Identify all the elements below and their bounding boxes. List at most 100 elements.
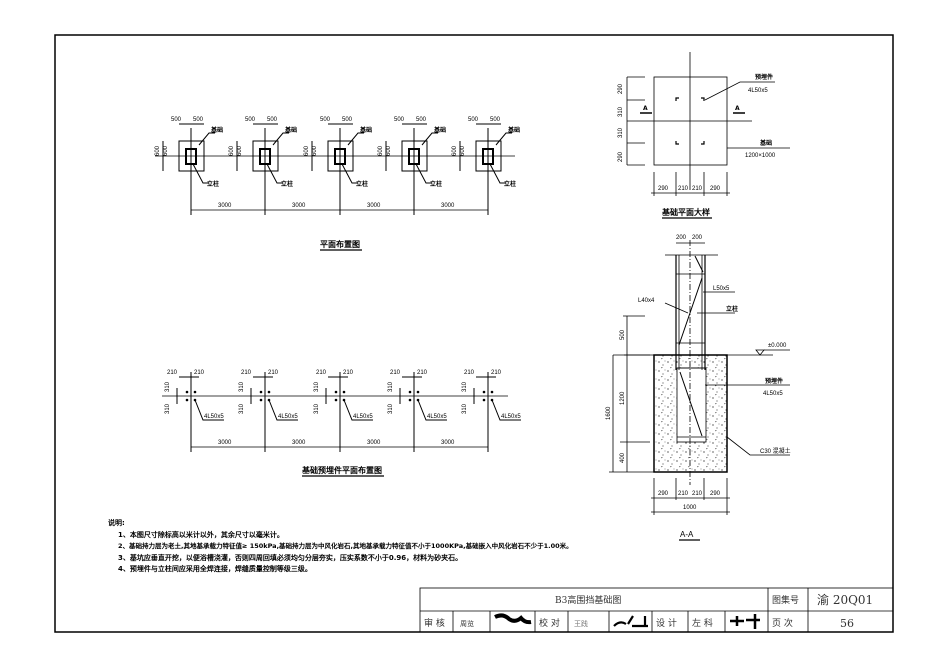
foundation-outline — [178, 140, 205, 172]
atlas-number: 渝 20Q01 — [817, 592, 873, 607]
embed-spec: 4L50x5 — [763, 391, 783, 397]
l40-leader — [664, 302, 689, 314]
dim-label: 600 — [386, 145, 392, 156]
embed-angle — [408, 398, 412, 402]
angle-l50-label: L50x5 — [713, 286, 730, 292]
embed-label: 4L50x5 — [278, 414, 298, 420]
foundation-label: 基础 — [507, 126, 520, 134]
design-label: 设 计 — [656, 617, 677, 629]
dim-label: 600 — [460, 145, 466, 156]
embed-leader — [704, 81, 775, 101]
brace-angles — [678, 255, 704, 437]
pitch-label: 3000 — [441, 203, 455, 209]
dim-label: 500 — [342, 117, 353, 123]
embed-angle — [482, 390, 486, 394]
column-label: 立柱 — [430, 180, 442, 188]
dim-label: 210 — [390, 370, 401, 376]
dim-label: 310 — [462, 403, 468, 414]
foundation-label: 基础 — [433, 126, 446, 134]
embed-angle — [193, 390, 197, 394]
embed-angle — [334, 390, 338, 394]
dim-label: 500 — [320, 117, 331, 123]
embed-spec: 4L50x5 — [748, 88, 768, 94]
section-mark-left: A — [643, 105, 648, 112]
dim-label: 310 — [165, 381, 171, 392]
dim-label: 290 — [710, 491, 721, 497]
dim-label: 210 — [167, 370, 178, 376]
dim-label: 210 — [491, 370, 502, 376]
dim-label: 210 — [692, 491, 703, 497]
pitch-label: 3000 — [292, 440, 306, 446]
note-item: 1、本图尺寸除标高以米计以外，其余尺寸以毫米计。 — [118, 530, 284, 539]
dim-label: 310 — [462, 381, 468, 392]
checker-name: 王践 — [574, 619, 588, 628]
dim-label: 1600 — [606, 406, 612, 420]
dim-label: 400 — [620, 452, 626, 463]
dim-label: 600 — [304, 145, 310, 156]
dim-label: 1200 — [620, 391, 626, 405]
embed-angle — [267, 390, 271, 394]
embed-layout-title: 基础预埋件平面布置图 — [301, 465, 382, 475]
dim-label: 210 — [194, 370, 205, 376]
page-label: 页 次 — [772, 617, 793, 629]
dim-label: 500 — [193, 117, 204, 123]
foundation-outline — [327, 140, 354, 172]
foundation-leader — [495, 132, 512, 146]
embed-leader — [343, 399, 373, 421]
checker-signature — [613, 615, 648, 628]
column-label: 立柱 — [504, 180, 516, 188]
foundation-leader — [272, 132, 289, 146]
foundation-label: 基础 — [210, 126, 223, 134]
dim-label: 310 — [314, 403, 320, 414]
note-item: 2、基础持力层为老土,其地基承载力特征值≥ 150kPa,基础持力层为中风化岩石… — [118, 542, 573, 550]
dim-label: 500 — [267, 117, 278, 123]
column-leader — [415, 163, 432, 184]
column-section — [334, 148, 346, 165]
dim-label: 210 — [241, 370, 252, 376]
dim-label: 210 — [417, 370, 428, 376]
foundation-size: 1200×1000 — [745, 153, 776, 159]
dim-label: 600 — [155, 145, 161, 156]
foundation-label: 基础 — [759, 139, 772, 147]
dim-label: 310 — [618, 106, 624, 117]
dim-label: 210 — [343, 370, 354, 376]
foundation-leader — [421, 132, 438, 146]
dim-label: 210 — [678, 491, 689, 497]
dim-label: 210 — [464, 370, 475, 376]
dim-label: 310 — [314, 381, 320, 392]
pitch-label: 3000 — [441, 440, 455, 446]
column-leader — [489, 163, 506, 184]
column-label: 立柱 — [356, 180, 368, 188]
angle-l40-label: L40x4 — [638, 298, 655, 304]
column-section — [482, 148, 494, 165]
column-label: 立柱 — [726, 305, 738, 313]
elevation-mark — [755, 349, 765, 356]
foundation-label: 基础 — [359, 126, 372, 134]
designer-signature — [730, 614, 760, 629]
dim-label: 290 — [618, 151, 624, 162]
atlas-label: 图集号 — [772, 594, 799, 606]
column-section — [259, 148, 271, 165]
column-leader — [266, 163, 283, 184]
title-block — [419, 587, 894, 633]
dim-label: 1000 — [683, 505, 697, 511]
pitch-label: 3000 — [218, 440, 232, 446]
foundation-outline — [401, 140, 428, 172]
note-item: 4、预埋件与立柱间应采用全焊连接，焊缝质量控制等级三级。 — [118, 565, 312, 573]
review-label: 审 核 — [424, 617, 445, 629]
concrete-label: C30 混凝土 — [760, 447, 791, 455]
dim-label: 210 — [268, 370, 279, 376]
section-aa — [609, 240, 790, 515]
dim-label: 290 — [618, 83, 624, 94]
dim-label: 500 — [620, 329, 626, 340]
pitch-label: 3000 — [218, 203, 232, 209]
dim-label: 210 — [316, 370, 327, 376]
notes: 说明: 1、本图尺寸除标高以米计以外，其余尺寸以毫米计。 2、基础持力层为老土,… — [108, 518, 573, 576]
dim-label: 500 — [468, 117, 479, 123]
column-label: 立柱 — [281, 180, 293, 188]
embed-leader — [268, 399, 298, 421]
dim-label: 210 — [678, 186, 689, 192]
embed-label: 预埋件 — [755, 73, 773, 81]
